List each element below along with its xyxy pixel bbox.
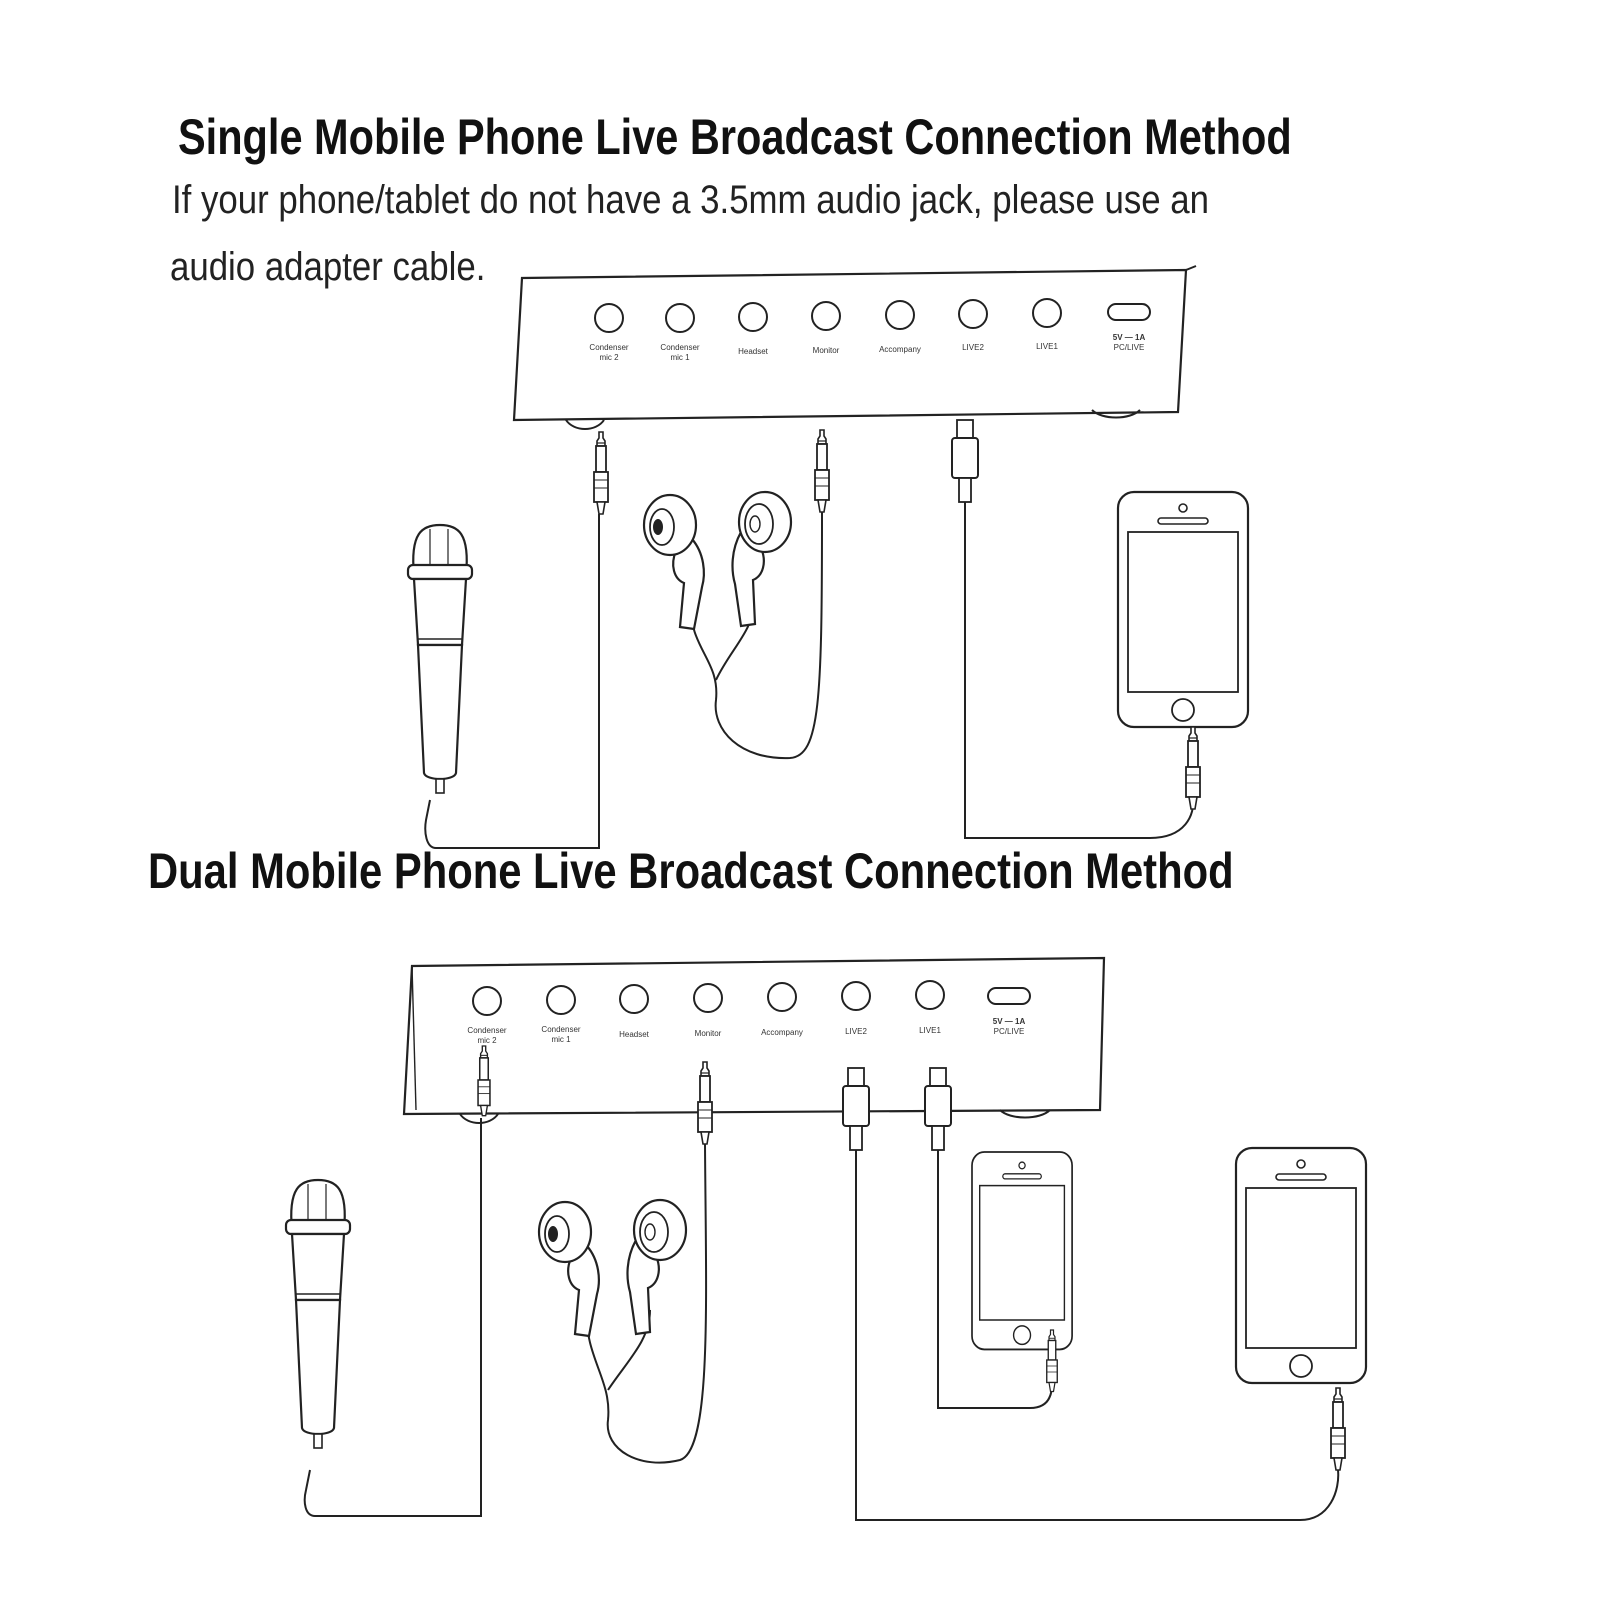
single-method-title: Single Mobile Phone Live Broadcast Conne… xyxy=(178,109,1292,165)
dual-connection-diagram: Condenser mic 2 Condenser mic 1 Headset … xyxy=(284,956,1368,1521)
port-label: 5V — 1A xyxy=(993,1017,1026,1026)
port-label: LIVE2 xyxy=(845,1027,867,1036)
port-label: mic 2 xyxy=(599,353,619,362)
smartphone-icon xyxy=(1234,1146,1368,1385)
earphones-icon xyxy=(537,1143,708,1464)
port-labels-bottom: Condenser mic 2 Condenser mic 1 Headset … xyxy=(467,1017,1025,1045)
earphones-icon xyxy=(642,490,823,760)
port-headset xyxy=(738,302,768,332)
audio-plug-icon xyxy=(814,429,830,513)
port-label: LIVE1 xyxy=(1036,342,1058,351)
sound-card-device-top: Condenser mic 2 Condenser mic 1 Headset … xyxy=(512,265,1197,430)
smartphone-icon xyxy=(971,1151,1074,1351)
port-label: 5V — 1A xyxy=(1113,333,1146,342)
port-label: Monitor xyxy=(813,346,840,355)
port-headset xyxy=(619,984,649,1014)
port-label: mic 1 xyxy=(670,353,690,362)
port-label: Condenser xyxy=(589,343,628,352)
port-label: Headset xyxy=(619,1030,650,1039)
audio-plug-icon xyxy=(593,431,609,515)
port-label: Condenser xyxy=(660,343,699,352)
port-label: Headset xyxy=(738,347,769,356)
port-live2 xyxy=(958,299,988,329)
port-labels-top: Condenser mic 2 Condenser mic 1 Headset … xyxy=(589,333,1145,362)
adapter-note-line2: audio adapter cable. xyxy=(170,245,486,289)
port-label: Monitor xyxy=(695,1029,722,1038)
port-label: LIVE1 xyxy=(919,1026,941,1035)
port-condenser-mic2 xyxy=(594,303,624,333)
port-label: Condenser xyxy=(541,1025,580,1034)
port-live1 xyxy=(1032,298,1062,328)
port-jacks-bottom xyxy=(472,980,1031,1016)
port-jacks-top xyxy=(594,298,1151,333)
port-label: mic 1 xyxy=(551,1035,571,1044)
port-condenser-mic1 xyxy=(546,985,576,1015)
port-micro-usb xyxy=(1107,303,1151,321)
port-label: Accompany xyxy=(879,345,921,354)
single-connection-diagram: Condenser mic 2 Condenser mic 1 Headset … xyxy=(406,265,1250,849)
port-label: PC/LIVE xyxy=(1114,343,1145,352)
port-condenser-mic1 xyxy=(665,303,695,333)
usb-plug-icon xyxy=(951,419,979,503)
audio-plug-icon xyxy=(1185,726,1201,810)
port-accompany xyxy=(885,300,915,330)
port-monitor xyxy=(693,983,723,1013)
port-label: Accompany xyxy=(761,1028,803,1037)
port-live2 xyxy=(841,981,871,1011)
port-label: PC/LIVE xyxy=(994,1027,1025,1036)
microphone-icon xyxy=(406,523,474,795)
port-condenser-mic2 xyxy=(472,986,502,1016)
dual-method-title: Dual Mobile Phone Live Broadcast Connect… xyxy=(148,843,1234,899)
port-micro-usb xyxy=(987,987,1031,1005)
sound-card-device-bottom: Condenser mic 2 Condenser mic 1 Headset … xyxy=(402,956,1106,1124)
port-live1 xyxy=(915,980,945,1010)
port-label: mic 2 xyxy=(477,1036,497,1045)
port-label: Condenser xyxy=(467,1026,506,1035)
smartphone-icon xyxy=(1116,490,1250,729)
microphone-icon xyxy=(284,1178,352,1450)
adapter-note-line1: If your phone/tablet do not have a 3.5mm… xyxy=(172,178,1209,222)
port-accompany xyxy=(767,982,797,1012)
port-monitor xyxy=(811,301,841,331)
port-label: LIVE2 xyxy=(962,343,984,352)
audio-plug-icon xyxy=(1330,1387,1346,1471)
